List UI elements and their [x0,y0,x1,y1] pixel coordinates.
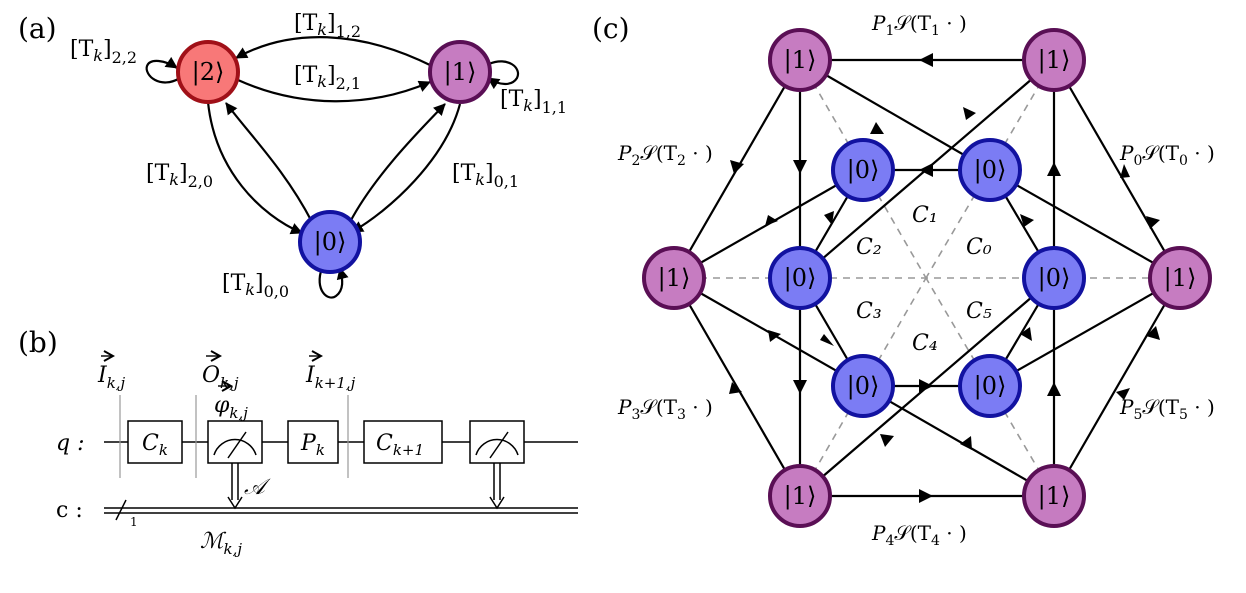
outer-node-left: |1⟩ [642,246,706,310]
cell-label-c1: C₁ [912,203,938,228]
svg-text:|0⟩: |0⟩ [784,264,817,293]
arrowheads [729,53,1160,503]
svg-text:|1⟩: |1⟩ [784,46,817,75]
edge-0-to-1 [349,103,446,223]
map-label-p3: P3𝒮(T3 · ) [617,395,713,423]
label-t00: [Tk]0,0 [222,271,289,301]
map-label-p2: P2𝒮(T2 · ) [617,141,713,169]
map-label-p4: P4𝒮(T4 · ) [871,521,967,549]
panel-a: (a) |2⟩ |1⟩ |0⟩ [Tk]2,2 [Tk]1,2 [Tk]2,1 … [18,11,567,301]
dashed-lines [674,59,1180,497]
bus-width: 1 [130,515,138,529]
cell-label-c0: C₀ [966,235,992,260]
svg-text:|0⟩: |0⟩ [847,156,880,185]
map-label-p5: P5𝒮(T5 · ) [1119,395,1215,423]
svg-text:|0⟩: |0⟩ [974,372,1007,401]
cell-label-c5: C₅ [966,299,992,324]
label-I-k1j: Ik+1,j [305,363,356,392]
gate-ck: Ck [127,420,183,464]
label-t20: [Tk]2,0 [146,161,213,191]
svg-text:|1⟩: |1⟩ [1038,482,1071,511]
outer-node-top-left: |1⟩ [768,28,832,92]
inner-node-right: |0⟩ [1022,246,1086,310]
panel-b: (b) 1 q : c : Ck Pk Ck+1 [18,326,578,558]
readout-arrow-2 [489,496,505,510]
svg-text:|0⟩: |0⟩ [974,156,1007,185]
map-label-p1: P1𝒮(T1 · ) [871,11,967,39]
label-t11: [Tk]1,1 [500,87,567,117]
svg-text:|0⟩: |0⟩ [847,372,880,401]
label-t21: [Tk]2,1 [294,63,361,93]
svg-text:Ck: Ck [142,431,168,459]
svg-text:|1⟩: |1⟩ [658,264,691,293]
svg-text:|1⟩: |1⟩ [784,482,817,511]
svg-text:|1⟩: |1⟩ [1038,46,1071,75]
cell-label-c4: C₄ [912,331,938,356]
inner-node-top-left: |0⟩ [831,138,895,202]
cbit-label: c : [56,498,83,523]
state-label-1: |1⟩ [444,58,477,87]
edge-2-to-1 [237,78,431,103]
inner-node-left: |0⟩ [768,246,832,310]
loop-0 [318,267,349,299]
state-node-0: |0⟩ [298,210,362,274]
label-I-kj: Ik,j [97,363,126,392]
svg-text:|0⟩: |0⟩ [1038,264,1071,293]
loop-1 [487,60,520,90]
outer-node-bottom-left: |1⟩ [768,464,832,528]
panel-c: (c) [592,11,1215,549]
state-label-0: |0⟩ [314,228,347,257]
edge-1-to-2 [235,36,433,67]
outer-node-right: |1⟩ [1148,246,1212,310]
inner-node-top-right: |0⟩ [958,138,1022,202]
gate-ck1: Ck+1 [363,420,443,464]
label-t12: [Tk]1,2 [294,11,361,41]
outer-node-bottom-right: |1⟩ [1022,464,1086,528]
outer-node-top-right: |1⟩ [1022,28,1086,92]
label-t01: [Tk]0,1 [452,161,519,191]
state-node-2: |2⟩ [176,40,240,104]
inner-node-bottom-left: |0⟩ [831,354,895,418]
svg-text:|1⟩: |1⟩ [1164,264,1197,293]
label-phi-kj: φk,j [214,393,248,422]
qubit-label: q : [56,431,85,456]
gate-pk: Pk [287,420,339,464]
bus-slash [115,499,127,521]
edge-2-to-0 [206,101,303,235]
cell-label-c3: C₃ [856,299,882,324]
loop-2 [145,56,181,84]
label-t22: [Tk]2,2 [70,37,137,67]
edge-1-to-0 [351,103,462,233]
state-node-1: |1⟩ [428,40,492,104]
panel-label-a: (a) [18,12,57,45]
map-label-p0: P0𝒮(T0 · ) [1119,141,1215,169]
edge-0-to-2 [225,102,313,223]
label-M-kj: ℳk,j [200,529,242,558]
cell-label-c2: C₂ [856,235,882,260]
label-A: 𝒜 [244,475,271,500]
panel-label-b: (b) [18,326,58,359]
svg-text:Pk: Pk [300,431,325,459]
label-O-kj: Ok,j [202,363,239,392]
measure-gate-2 [469,420,525,464]
state-label-2: |2⟩ [192,58,225,87]
panel-label-c: (c) [592,12,630,45]
inner-node-bottom-right: |0⟩ [958,354,1022,418]
readout-arrow-1 [227,496,243,510]
svg-text:Ck+1: Ck+1 [376,431,424,459]
measure-gate-1 [207,420,263,464]
